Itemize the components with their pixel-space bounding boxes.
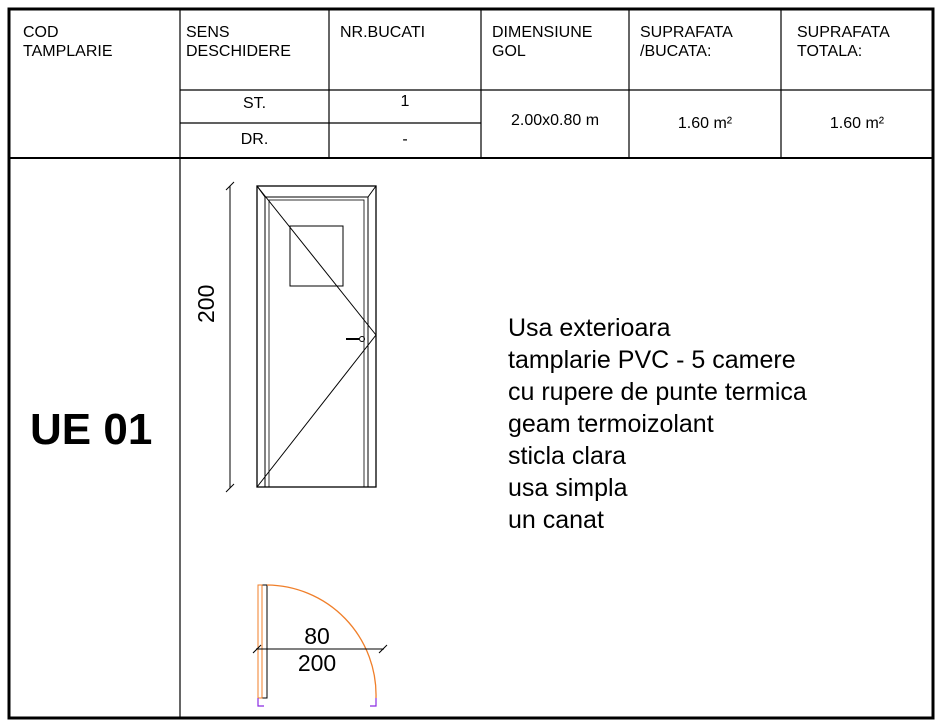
- row-dr-sens: DR.: [240, 131, 269, 148]
- suprafata-totala-value: 1.60 m²: [829, 115, 885, 132]
- header-supb-line2: /BUCATA:: [640, 43, 712, 60]
- description-line: un canat: [508, 506, 604, 534]
- row-st-sens: ST.: [242, 95, 267, 112]
- header-sens: SENS DESCHIDERE: [186, 23, 291, 61]
- plan-height-dimension: 200: [297, 650, 337, 676]
- row-st-nr: 1: [400, 93, 410, 110]
- header-supt-line1: SUPRAFATA: [797, 24, 890, 41]
- header-supt-line2: TOTALA:: [797, 43, 863, 60]
- header-sens-line1: SENS: [186, 24, 230, 41]
- elevation-height-dimension: 200: [193, 285, 220, 323]
- door-plan: [252, 584, 388, 707]
- header-suprafata-bucata: SUPRAFATA /BUCATA:: [640, 23, 733, 61]
- description-line: cu rupere de punte termica: [508, 378, 807, 406]
- header-dim-line1: DIMENSIUNE: [492, 24, 593, 41]
- header-dimensiune: DIMENSIUNE GOL: [492, 23, 592, 61]
- outer-border: [7, 7, 935, 720]
- header-cod-line2: TAMPLARIE: [23, 43, 113, 60]
- header-nr-bucati: NR.BUCATI: [340, 23, 425, 42]
- description-line: usa simpla: [508, 474, 628, 502]
- elevation-height-label: 200: [193, 284, 219, 323]
- description-line: geam termoizolant: [508, 410, 714, 438]
- door-description: Usa exterioara tamplarie PVC - 5 camere …: [508, 312, 807, 536]
- row-dr-nr: -: [402, 131, 408, 148]
- dimension-value: 2.00x0.80 m: [510, 112, 600, 129]
- header-suprafata-totala: SUPRAFATA TOTALA:: [797, 23, 890, 61]
- door-code: UE 01: [30, 405, 153, 454]
- description-line: tamplarie PVC - 5 camere: [508, 346, 796, 374]
- description-line: sticla clara: [508, 442, 627, 470]
- suprafata-bucata-value: 1.60 m²: [677, 115, 733, 132]
- description-line: Usa exterioara: [508, 314, 671, 342]
- header-cod-line1: COD: [23, 24, 59, 41]
- header-nr-label: NR.BUCATI: [340, 24, 426, 41]
- header-dim-line2: GOL: [492, 43, 526, 60]
- header-cod: COD TAMPLARIE: [23, 23, 113, 61]
- door-elevation: [225, 181, 377, 493]
- header-supb-line1: SUPRAFATA: [640, 24, 733, 41]
- plan-width-dimension: 80: [304, 623, 330, 649]
- header-sens-line2: DESCHIDERE: [186, 43, 291, 60]
